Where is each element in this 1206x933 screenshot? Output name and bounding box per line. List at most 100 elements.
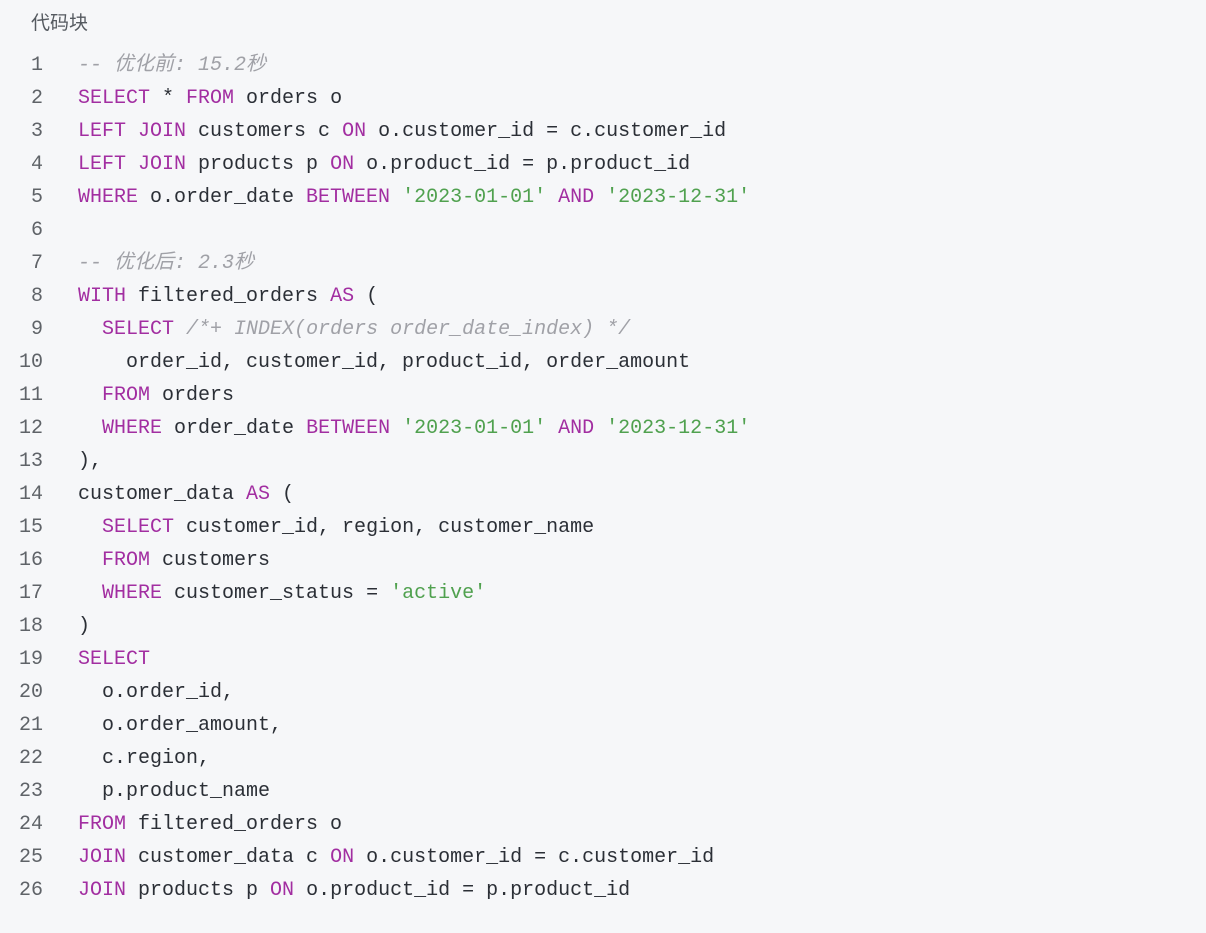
code-line: 9 SELECT /*+ INDEX(orders order_date_ind… — [0, 313, 750, 346]
line-number: 9 — [30, 318, 43, 341]
text-token: customers c — [186, 120, 343, 143]
code-line: 22 c.region, — [0, 742, 750, 775]
text-token — [546, 417, 558, 440]
line-number: 8 — [30, 285, 43, 308]
keyword-token: JOIN — [78, 846, 127, 869]
line-number: 11 — [18, 384, 43, 407]
line-source: LEFT JOIN products p ON o.product_id = p… — [78, 148, 690, 181]
text-token: filtered_orders o — [126, 813, 343, 836]
keyword-token: BETWEEN — [306, 417, 391, 440]
string-token: '2023-12-31' — [606, 417, 751, 440]
keyword-token: FROM — [102, 384, 151, 407]
text-token: products p — [126, 879, 271, 902]
text-token: o.customer_id = c.customer_id — [366, 120, 727, 143]
line-number: 22 — [18, 747, 43, 770]
keyword-token: SELECT — [78, 648, 151, 671]
keyword-token: FROM — [78, 813, 127, 836]
code-line: 4 LEFT JOIN products p ON o.product_id = … — [0, 148, 750, 181]
line-number: 23 — [18, 780, 43, 803]
keyword-token: AND — [558, 186, 595, 209]
text-token: customer_status = — [162, 582, 391, 605]
code-line: 26 JOIN products p ON o.product_id = p.pr… — [0, 874, 750, 907]
comment-token: -- 优化前: 15.2秒 — [78, 54, 267, 77]
text-token — [594, 417, 606, 440]
code-line: 13), — [0, 445, 750, 478]
text-token — [390, 417, 402, 440]
line-number: 14 — [18, 483, 43, 506]
line-source: JOIN customer_data c ON o.customer_id = … — [78, 841, 714, 874]
text-token: orders — [150, 384, 235, 407]
text-token — [78, 384, 102, 407]
code-line: 11 FROM orders — [0, 379, 750, 412]
line-number: 6 — [30, 219, 43, 242]
text-token: ( — [354, 285, 379, 308]
line-number: 10 — [18, 351, 43, 374]
keyword-token: BETWEEN — [306, 186, 391, 209]
code-line: 18) — [0, 610, 750, 643]
line-source: SELECT customer_id, region, customer_nam… — [78, 511, 594, 544]
keyword-token: FROM — [186, 87, 235, 110]
string-token: 'active' — [390, 582, 487, 605]
keyword-token: JOIN — [78, 879, 127, 902]
line-source: ), — [78, 445, 102, 478]
line-source: o.order_id, — [78, 676, 234, 709]
line-source: customer_data AS ( — [78, 478, 294, 511]
code-line: 7 -- 优化后: 2.3秒 — [0, 247, 750, 280]
keyword-token: ON — [270, 879, 295, 902]
code-line: 1 -- 优化前: 15.2秒 — [0, 49, 750, 82]
line-number: 7 — [30, 252, 43, 275]
code-line: 8 WITH filtered_orders AS ( — [0, 280, 750, 313]
text-token: o.order_id, — [78, 681, 235, 704]
code-line: 19 SELECT — [0, 643, 750, 676]
code-line: 17 WHERE customer_status = 'active' — [0, 577, 750, 610]
code-block-title: 代码块 — [31, 12, 89, 34]
keyword-token: WHERE — [102, 582, 163, 605]
line-number: 13 — [18, 450, 43, 473]
text-token — [78, 516, 102, 539]
line-number: 3 — [30, 120, 43, 143]
line-number: 4 — [30, 153, 43, 176]
text-token: products p — [186, 153, 331, 176]
line-source: JOIN products p ON o.product_id = p.prod… — [78, 874, 630, 907]
text-token: c.region, — [78, 747, 211, 770]
line-source: o.order_amount, — [78, 709, 282, 742]
keyword-token: WHERE — [102, 417, 163, 440]
code-line: 12 WHERE order_date BETWEEN '2023-01-01'… — [0, 412, 750, 445]
keyword-token: SELECT — [102, 318, 175, 341]
line-source: ) — [78, 610, 90, 643]
text-token: order_date — [162, 417, 307, 440]
text-token — [174, 318, 186, 341]
text-token: o.product_id = p.product_id — [294, 879, 631, 902]
line-number: 26 — [18, 879, 43, 902]
line-number: 19 — [18, 648, 43, 671]
keyword-token: WHERE — [78, 186, 139, 209]
comment-token: -- 优化后: 2.3秒 — [78, 252, 255, 275]
comment-token: /*+ INDEX(orders order_date_index) */ — [186, 318, 631, 341]
keyword-token: WITH — [78, 285, 127, 308]
text-token — [78, 417, 102, 440]
string-token: '2023-01-01' — [402, 186, 547, 209]
line-source: WITH filtered_orders AS ( — [78, 280, 378, 313]
string-token: '2023-01-01' — [402, 417, 547, 440]
text-token: ( — [270, 483, 295, 506]
text-token: customer_data — [78, 483, 247, 506]
text-token: customer_id, region, customer_name — [174, 516, 595, 539]
keyword-token: ON — [330, 846, 355, 869]
line-number: 24 — [18, 813, 43, 836]
line-number: 12 — [18, 417, 43, 440]
keyword-token: ON — [342, 120, 367, 143]
line-source: SELECT * FROM orders o — [78, 82, 342, 115]
line-source: FROM filtered_orders o — [78, 808, 342, 841]
text-token: ), — [78, 450, 103, 473]
line-number: 15 — [18, 516, 43, 539]
text-token: p.product_name — [78, 780, 271, 803]
line-number: 20 — [18, 681, 43, 704]
line-number: 1 — [30, 54, 43, 77]
text-token: filtered_orders — [126, 285, 331, 308]
text-token: customers — [150, 549, 271, 572]
line-source: FROM customers — [78, 544, 270, 577]
line-source: FROM orders — [78, 379, 234, 412]
